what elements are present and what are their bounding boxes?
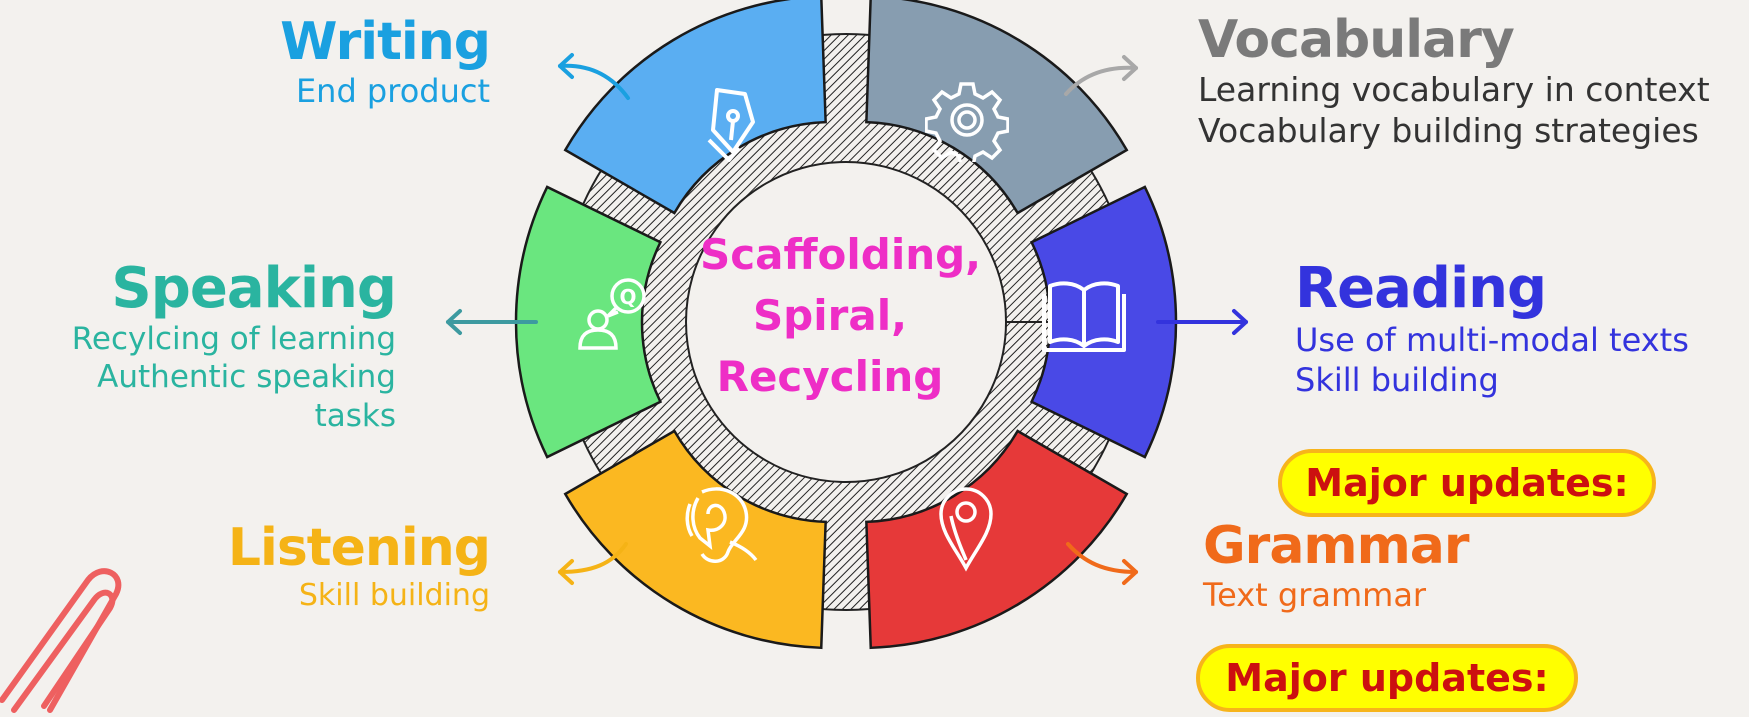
gear-icon [924,78,1010,168]
writing-arrow-head [558,53,574,79]
writing-title: Writing [280,12,491,72]
writing-arrow [558,63,630,100]
listening-title: Listening [227,518,491,578]
speaking-arrow-head [446,309,462,335]
reading-badge-label: Major updates: [1305,461,1629,505]
speaking-line-2: Authentic speaking tasks [97,359,396,435]
grammar-block: Grammar Text grammar [1203,516,1653,615]
vocabulary-line-2: Vocabulary building strategies [1198,111,1699,151]
paperclip-icon [0,560,130,713]
reading-block: Reading Use of multi-modal texts Skill b… [1295,258,1745,400]
writing-segment [563,0,827,215]
reading-line-2: Skill building [1295,360,1499,399]
grammar-line: Text grammar [1203,576,1427,615]
grammar-title: Grammar [1203,516,1470,576]
open-book-icon [1042,276,1126,352]
center-line-2: Spiral, [752,290,908,340]
vocabulary-arrow-head [1122,55,1138,81]
grammar-major-updates-badge: Major updates: [1196,644,1578,712]
listening-arrow [558,542,628,574]
reading-major-updates-badge: Major updates: [1278,449,1656,517]
listening-block: Listening Skill building [150,518,491,615]
grammar-segment [865,429,1129,650]
speaking-block: Speaking Recylcing of learning Authentic… [6,256,397,436]
svg-text:Q: Q [619,285,636,309]
listening-line: Skill building [298,578,490,614]
speaking-line-1: Recylcing of learning [71,320,396,357]
speaking-title: Speaking [111,256,397,321]
pen-nib-icon [695,82,765,162]
reading-arrow-head [1232,309,1248,335]
center-text: Scaffolding, Spiral, Recycling [700,225,982,408]
ear-icon [680,482,762,568]
grammar-arrow-head [1122,559,1138,585]
writing-line: End product [295,72,490,111]
location-pin-icon [935,484,997,572]
center-line-3: Recycling [716,351,944,401]
vocabulary-title: Vocabulary [1198,10,1515,70]
grammar-badge-label: Major updates: [1225,656,1549,700]
writing-block: Writing End product [140,12,491,111]
speaker-question-icon: Q [574,274,652,352]
grammar-arrow [1066,542,1138,574]
reading-segment [1029,185,1178,459]
vocabulary-arrow [1064,65,1138,96]
center-line-1: Scaffolding, [700,230,982,279]
listening-segment [563,429,827,650]
listening-arrow-head [558,559,574,585]
reading-title: Reading [1295,256,1547,321]
vocabulary-block: Vocabulary Learning vocabulary in contex… [1198,10,1738,152]
vocabulary-line-1: Learning vocabulary in context [1198,70,1710,110]
reading-line-1: Use of multi-modal texts [1295,320,1689,359]
